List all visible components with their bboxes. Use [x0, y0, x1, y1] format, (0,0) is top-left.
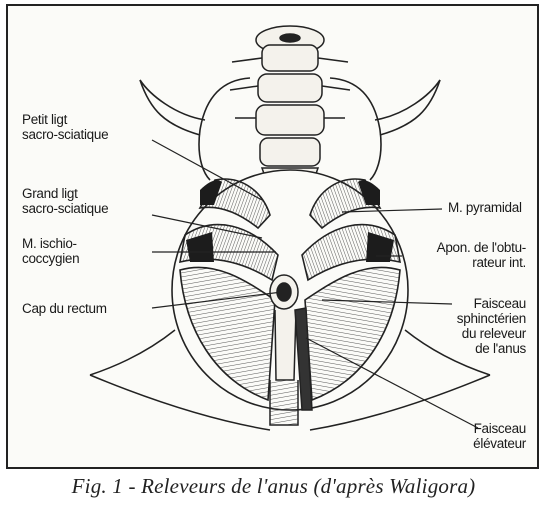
label-cap-rectum: Cap du rectum	[22, 301, 107, 316]
label-aponevrose: Apon. de l'obtu- rateur int.	[408, 240, 526, 270]
label-ischio-coccygien: M. ischio- coccygien	[22, 236, 79, 266]
label-grand-ligament: Grand ligt sacro-sciatique	[22, 186, 108, 216]
label-petit-ligament: Petit ligt sacro-sciatique	[22, 112, 108, 142]
label-pyramidal: M. pyramidal	[448, 200, 522, 215]
pelvic-floor-illustration	[0, 0, 547, 470]
label-faisceau-sphincterien: Faisceau sphinctérien du releveur de l'a…	[438, 296, 526, 356]
figure-caption: Fig. 1 - Releveurs de l'anus (d'après Wa…	[0, 474, 547, 499]
label-faisceau-elevateur: Faisceau élévateur	[450, 421, 526, 451]
